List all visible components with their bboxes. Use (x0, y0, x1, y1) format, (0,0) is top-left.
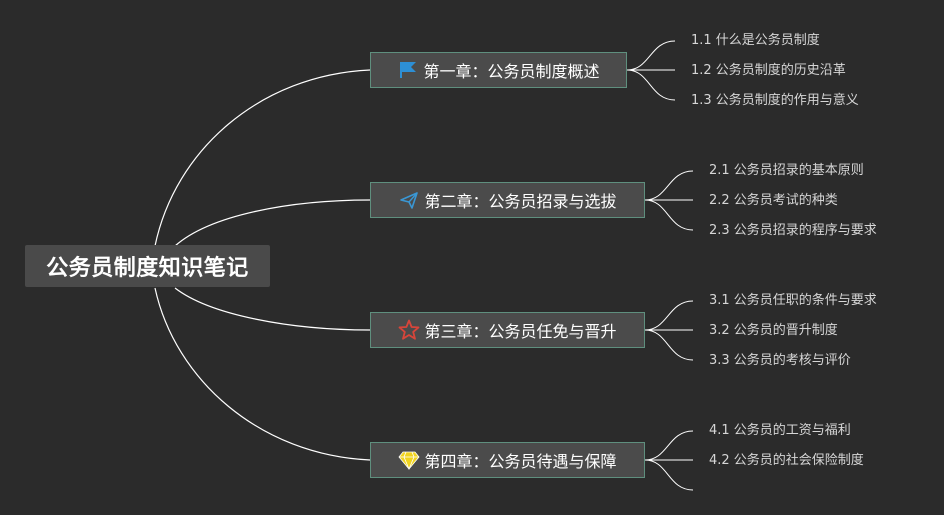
connector-ch1-item3 (626, 69, 676, 101)
connector-ch3-item1 (644, 300, 694, 331)
subtopic-3-1[interactable]: 3.1 公务员任职的条件与要求 (709, 293, 877, 308)
chapter-4-topic[interactable]: 第四章：公务员待遇与保障 (370, 442, 645, 478)
subtopic-2-2[interactable]: 2.2 公务员考试的种类 (709, 193, 838, 208)
subtopic-4-2[interactable]: 4.2 公务员的社会保险制度 (709, 453, 864, 468)
connector-root-ch4 (154, 287, 371, 461)
subtopic-1-3[interactable]: 1.3 公务员制度的作用与意义 (691, 93, 859, 108)
connector-ch3-item3 (644, 329, 694, 361)
chapter-3-label: 第三章：公务员任免与晋升 (424, 322, 617, 341)
chapter-3-topic[interactable]: 第三章：公务员任免与晋升 (370, 312, 645, 348)
connector-ch2-item1 (644, 170, 694, 201)
connector-root-ch3 (174, 287, 371, 331)
subtopic-4-1[interactable]: 4.1 公务员的工资与福利 (709, 423, 851, 438)
chapter-1-label: 第一章：公务员制度概述 (423, 62, 600, 81)
flag-icon (397, 59, 419, 81)
connector-ch1-item1 (626, 40, 676, 71)
chapter-2-topic[interactable]: 第二章：公务员招录与选拔 (370, 182, 645, 218)
subtopic-1-1[interactable]: 1.1 什么是公务员制度 (691, 33, 820, 48)
chapter-2-label: 第二章：公务员招录与选拔 (424, 192, 617, 211)
diamond-icon (398, 449, 421, 471)
paper-plane-icon (398, 189, 420, 211)
star-icon (398, 319, 420, 341)
subtopic-3-3[interactable]: 3.3 公务员的考核与评价 (709, 353, 851, 368)
chapter-4-label: 第四章：公务员待遇与保障 (424, 452, 617, 471)
connector-ch2-item3 (644, 199, 694, 231)
connector-ch4-item1 (644, 430, 694, 461)
chapter-1-topic[interactable]: 第一章：公务员制度概述 (370, 52, 627, 88)
connector-ch4-item3 (644, 459, 694, 491)
connector-root-ch1 (154, 69, 371, 247)
subtopic-2-1[interactable]: 2.1 公务员招录的基本原则 (709, 163, 864, 178)
subtopic-3-2[interactable]: 3.2 公务员的晋升制度 (709, 323, 838, 338)
connector-root-ch2 (174, 199, 371, 247)
root-topic[interactable]: 公务员制度知识笔记 (25, 245, 270, 287)
subtopic-2-3[interactable]: 2.3 公务员招录的程序与要求 (709, 223, 877, 238)
subtopic-1-2[interactable]: 1.2 公务员制度的历史沿革 (691, 63, 846, 78)
